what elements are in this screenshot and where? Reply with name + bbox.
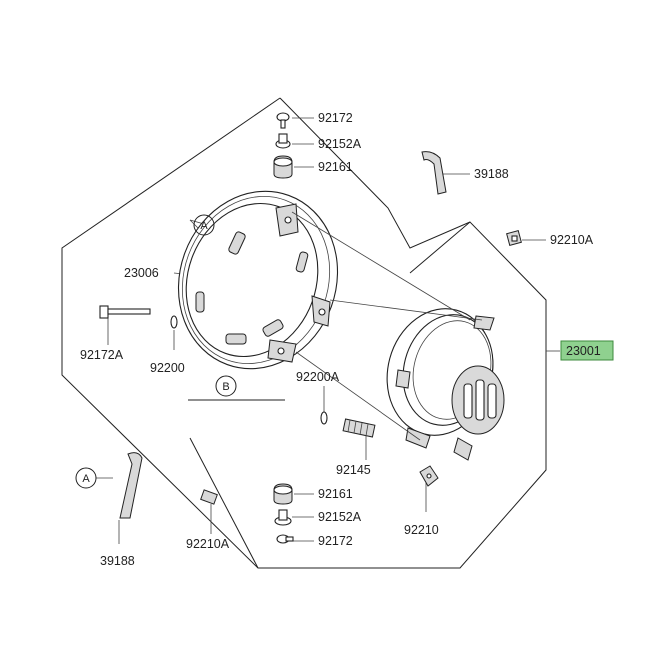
label-39188-top: 39188 xyxy=(474,167,509,181)
label-23001: 23001 xyxy=(566,344,601,358)
screw-92172-bottom xyxy=(276,534,294,544)
spring-92145 xyxy=(342,418,376,438)
label-92172-bottom: 92172 xyxy=(318,534,353,548)
label-92210A-right: 92210A xyxy=(550,233,594,247)
alignment-lines xyxy=(291,211,483,441)
screw-92172-top xyxy=(276,112,290,129)
label-92200: 92200 xyxy=(150,361,185,375)
clip-92210A-bottom xyxy=(200,489,218,505)
trim-39188-top xyxy=(421,151,447,195)
label-92210: 92210 xyxy=(404,523,439,537)
part-23001-highlight xyxy=(560,340,614,361)
svg-text:A: A xyxy=(200,220,208,232)
collar-92152A-top xyxy=(275,133,291,149)
headlight-ring-23006 xyxy=(177,190,339,370)
label-92152A-bottom: 92152A xyxy=(318,510,362,524)
washer-92200A xyxy=(320,411,328,425)
collar-92152A-bottom xyxy=(274,509,292,526)
callout-a-bottom: A xyxy=(75,467,97,489)
label-92161-top: 92161 xyxy=(318,160,353,174)
headlight-unit-23001 xyxy=(386,308,505,461)
label-92172A: 92172A xyxy=(80,348,124,362)
svg-text:B: B xyxy=(222,381,229,393)
callout-b: B xyxy=(215,375,237,397)
nut-plate-92210 xyxy=(419,465,439,487)
svg-text:A: A xyxy=(82,473,90,485)
trim-39188-bottom xyxy=(119,452,143,519)
leader-lines xyxy=(96,117,560,544)
callout-a-top: A xyxy=(193,214,215,236)
label-92210A-bottom: 92210A xyxy=(186,537,230,551)
label-92152A-top: 92152A xyxy=(318,137,362,151)
washer-92200 xyxy=(170,315,178,329)
grommet-92161-bottom xyxy=(273,483,293,505)
assembly-outline xyxy=(61,97,547,569)
label-92145: 92145 xyxy=(336,463,371,477)
label-92172-top: 92172 xyxy=(318,111,353,125)
label-39188-bottom: 39188 xyxy=(100,554,135,568)
grommet-92161-top xyxy=(273,155,293,179)
part-labels: 92172 92152A 92161 39188 92210A 23006 23… xyxy=(80,111,601,568)
clip-92210A-right xyxy=(506,230,522,246)
label-92161-bottom: 92161 xyxy=(318,487,353,501)
label-23006: 23006 xyxy=(124,266,159,280)
bolt-92172A xyxy=(99,305,151,319)
label-92200A: 92200A xyxy=(296,370,340,384)
